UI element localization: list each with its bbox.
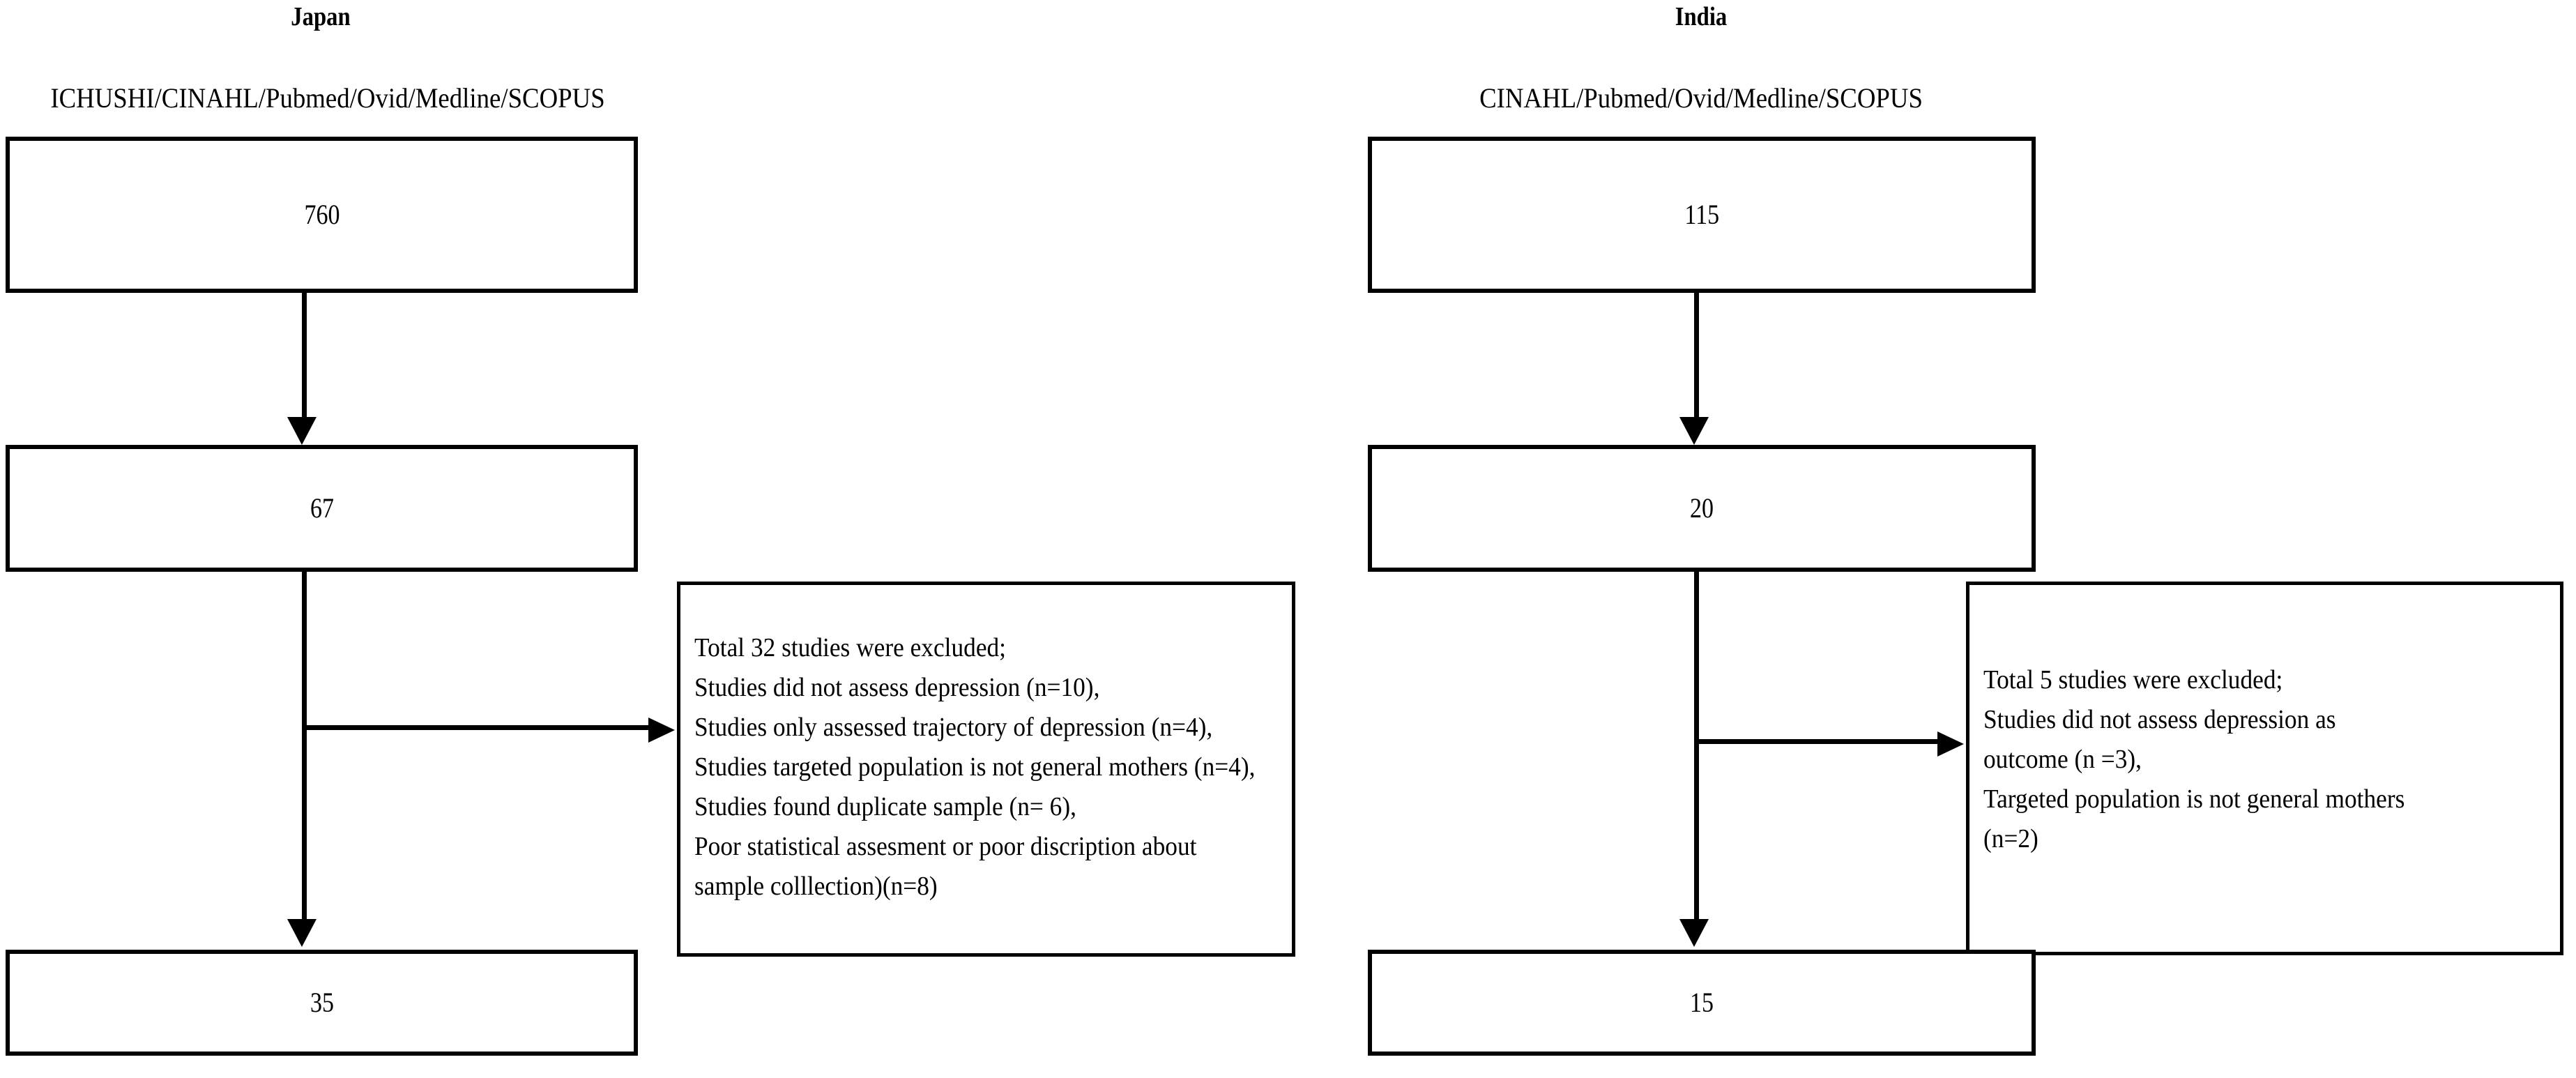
- exclusion-heading-india: Total 5 studies were excluded;: [1983, 665, 2283, 694]
- exclusion-heading-japan: Total 32 studies were excluded;: [694, 633, 1006, 662]
- column-sources-japan: ICHUSHI/CINAHL/Pubmed/Ovid/Medline/SCOPU…: [50, 82, 605, 114]
- column-title-japan: Japan: [291, 2, 351, 31]
- box-india-identified: 115: [1368, 137, 2036, 293]
- exclusion-reason: outcome (n =3),: [1983, 745, 2142, 774]
- box-japan-screened: 67: [6, 445, 638, 572]
- box-india-included: 15: [1368, 950, 2036, 1056]
- arrowhead-japan-screened-to-included: [287, 919, 317, 947]
- box-japan-included: 35: [6, 950, 638, 1056]
- box-india-identified-count: 115: [1684, 199, 1719, 230]
- arrowhead-india-exclusions: [1937, 731, 1964, 757]
- connector-japan-screened-to-exclusions: [304, 725, 653, 730]
- arrowhead-japan-exclusions: [648, 718, 675, 743]
- exclusion-reason: (n=2): [1983, 824, 2038, 853]
- exclusion-reason: Studies did not assess depression as: [1983, 705, 2336, 734]
- exclusion-reason: sample colllection)(n=8): [694, 872, 938, 901]
- exclusion-reason: Studies targeted population is not gener…: [694, 752, 1256, 782]
- exclusion-list-india: Total 5 studies were excluded; Studies d…: [1983, 660, 2560, 859]
- connector-japan-screened-to-included: [302, 572, 307, 922]
- exclusion-reason: Studies did not assess depression (n=10)…: [694, 673, 1100, 702]
- arrowhead-india-screened-to-included: [1679, 919, 1709, 947]
- exclusion-reason: Poor statistical assesment or poor discr…: [694, 832, 1197, 861]
- box-india-included-count: 15: [1690, 987, 1714, 1018]
- arrowhead-japan-identified-to-screened: [287, 417, 317, 445]
- connector-india-screened-to-exclusions: [1696, 739, 1942, 744]
- column-title-india: India: [1675, 2, 1728, 31]
- connector-india-screened-to-included: [1694, 572, 1699, 922]
- box-japan-identified-count: 760: [304, 199, 340, 230]
- box-india-screened: 20: [1368, 445, 2036, 572]
- box-india-screened-count: 20: [1690, 492, 1714, 524]
- exclusion-reason: Targeted population is not general mothe…: [1983, 784, 2405, 814]
- exclusion-reason: Studies found duplicate sample (n= 6),: [694, 792, 1076, 821]
- box-japan-identified: 760: [6, 137, 638, 293]
- exclusion-reason: Studies only assessed trajectory of depr…: [694, 713, 1213, 742]
- box-japan-included-count: 35: [310, 987, 334, 1018]
- box-japan-screened-count: 67: [310, 492, 334, 524]
- column-sources-india: CINAHL/Pubmed/Ovid/Medline/SCOPUS: [1479, 82, 1923, 114]
- connector-japan-identified-to-screened: [302, 293, 307, 420]
- exclusion-box-japan: Total 32 studies were excluded; Studies …: [677, 582, 1295, 957]
- connector-india-identified-to-screened: [1694, 293, 1699, 420]
- arrowhead-india-identified-to-screened: [1679, 417, 1709, 445]
- exclusion-box-india: Total 5 studies were excluded; Studies d…: [1966, 582, 2563, 955]
- exclusion-list-japan: Total 32 studies were excluded; Studies …: [694, 628, 1292, 906]
